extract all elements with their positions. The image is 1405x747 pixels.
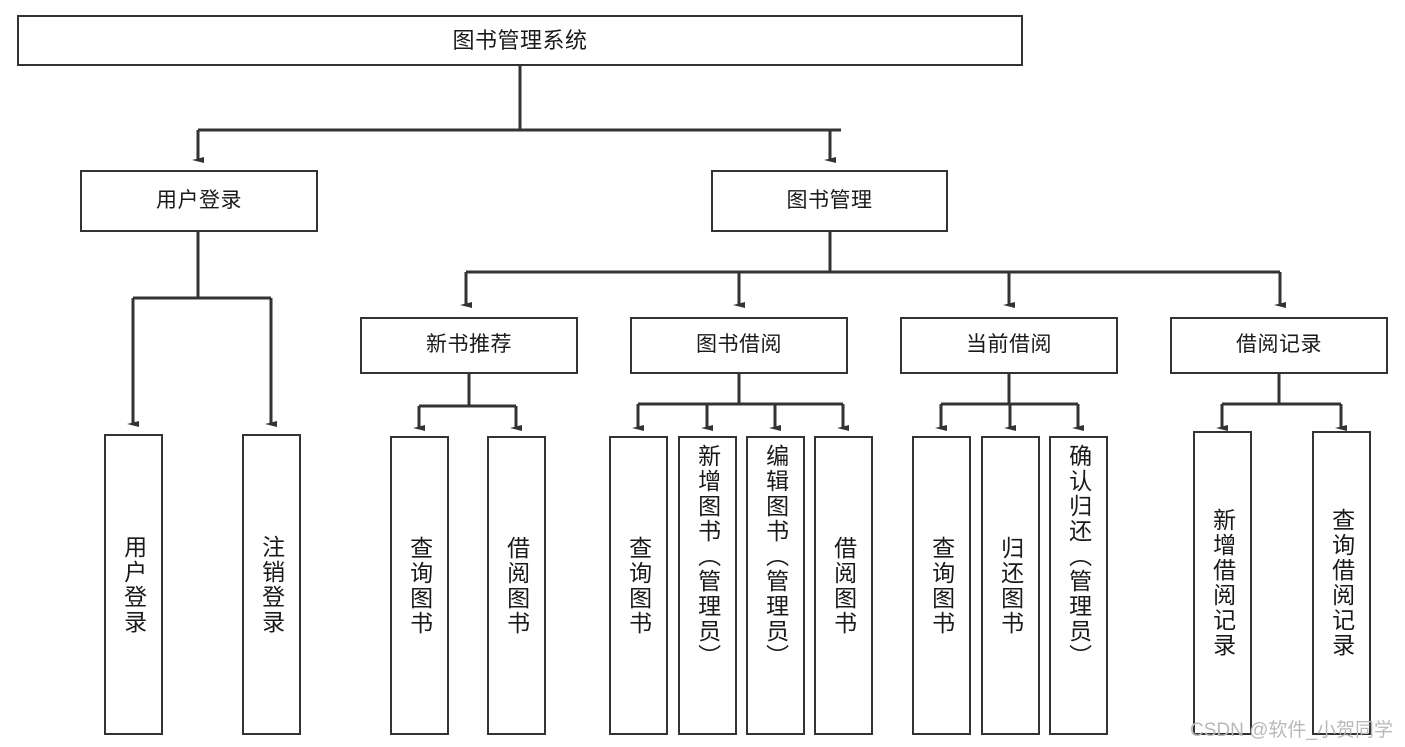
node-leaf-query-book-3-label: 查询图书 [928,535,955,636]
node-user-login-label: 用户登录 [156,188,242,212]
node-leaf-query-record[interactable]: 查询借阅记录 [1312,431,1371,735]
node-leaf-confirm-return[interactable]: 确认归还（管理员） [1049,436,1108,735]
node-borrow-record-label: 借阅记录 [1236,333,1322,357]
node-leaf-query-book-1-label: 查询图书 [406,535,433,636]
node-leaf-return-book[interactable]: 归还图书 [981,436,1040,735]
node-leaf-confirm-return-label: 确认归还（管理员） [1065,444,1092,669]
node-leaf-logout-login-label: 注销登录 [258,534,285,635]
node-leaf-borrow-book-1[interactable]: 借阅图书 [487,436,546,735]
node-leaf-add-record[interactable]: 新增借阅记录 [1193,431,1252,735]
node-leaf-query-book-1[interactable]: 查询图书 [390,436,449,735]
node-leaf-query-book-3[interactable]: 查询图书 [912,436,971,735]
node-leaf-borrow-book-2-label: 借阅图书 [830,535,857,636]
node-new-book-recommend[interactable]: 新书推荐 [360,317,578,374]
node-root-label: 图书管理系统 [452,27,588,53]
node-current-borrow[interactable]: 当前借阅 [900,317,1118,374]
node-leaf-query-book-2-label: 查询图书 [625,535,652,636]
node-new-book-recommend-label: 新书推荐 [426,333,512,357]
node-leaf-add-book-label: 新增图书（管理员） [694,444,721,669]
node-leaf-query-book-2[interactable]: 查询图书 [609,436,668,735]
node-leaf-logout-login[interactable]: 注销登录 [242,434,301,735]
node-book-borrow-label: 图书借阅 [696,333,782,357]
node-leaf-edit-book-label: 编辑图书（管理员） [762,444,789,669]
node-leaf-borrow-book-2[interactable]: 借阅图书 [814,436,873,735]
node-root[interactable]: 图书管理系统 [17,15,1023,66]
node-current-borrow-label: 当前借阅 [966,333,1052,357]
node-leaf-user-login[interactable]: 用户登录 [104,434,163,735]
node-leaf-edit-book[interactable]: 编辑图书（管理员） [746,436,805,735]
node-leaf-borrow-book-1-label: 借阅图书 [503,535,530,636]
csdn-watermark: CSDN @软件_小贺同学 [1190,720,1393,741]
node-leaf-user-login-label: 用户登录 [120,534,147,635]
node-book-manage-label: 图书管理 [786,188,873,212]
node-leaf-add-book[interactable]: 新增图书（管理员） [678,436,737,735]
node-borrow-record[interactable]: 借阅记录 [1170,317,1388,374]
node-user-login[interactable]: 用户登录 [80,170,318,232]
node-leaf-query-record-label: 查询借阅记录 [1328,508,1355,658]
node-book-borrow[interactable]: 图书借阅 [630,317,848,374]
node-book-manage[interactable]: 图书管理 [711,170,948,232]
node-leaf-add-record-label: 新增借阅记录 [1209,508,1236,658]
node-leaf-return-book-label: 归还图书 [997,535,1024,636]
